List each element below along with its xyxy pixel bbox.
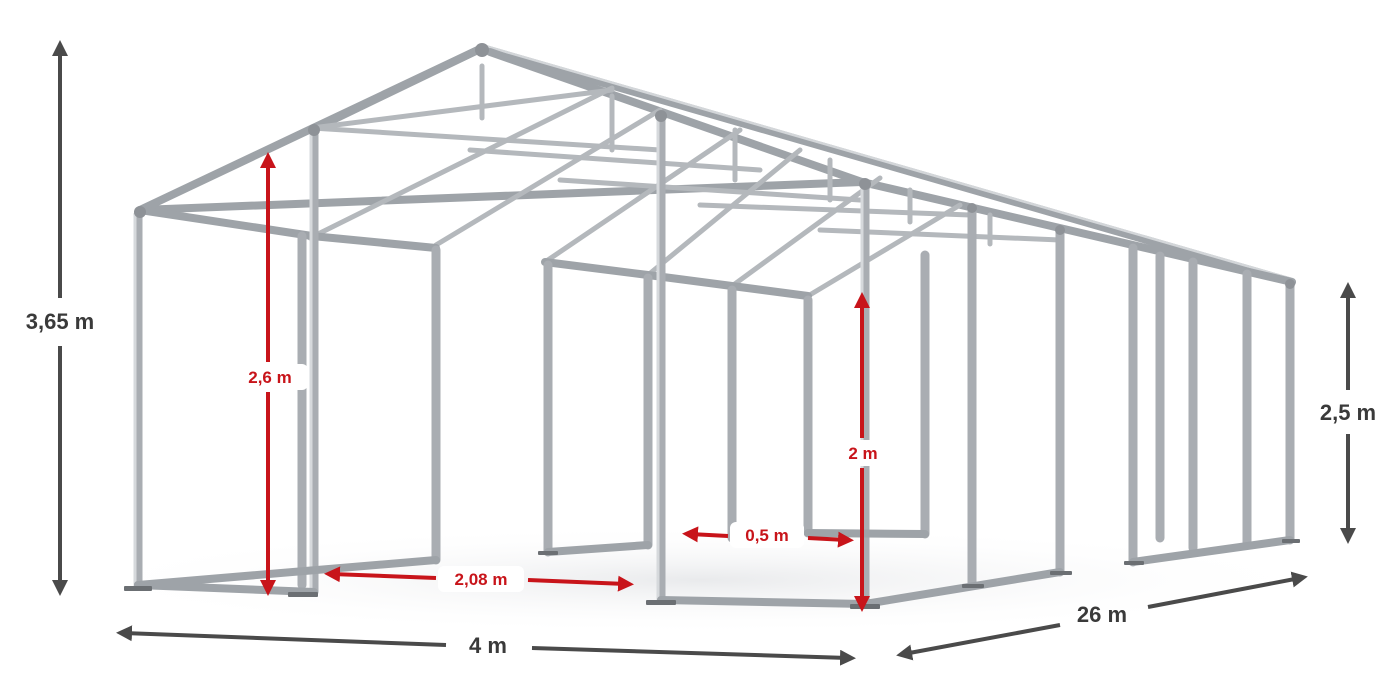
inner-eave	[541, 258, 812, 300]
floor-beam-right-side	[861, 568, 1064, 608]
base-plate	[288, 592, 318, 597]
floor-beam-left	[134, 556, 440, 589]
cross-tie	[817, 227, 1063, 243]
red-label-backgrounds	[232, 364, 888, 592]
gate-height-label: 2,6 m	[248, 368, 291, 387]
floor-beam-inner	[544, 541, 652, 556]
dimension-arrows-dark	[52, 40, 1356, 666]
cross-tie	[467, 147, 763, 173]
floor-beam-inner-2	[804, 529, 929, 538]
front-rafter-right	[308, 44, 486, 134]
dimension-arrows-red	[260, 152, 870, 612]
base-plate	[850, 604, 880, 609]
cross-tie	[309, 87, 615, 131]
joint	[967, 203, 977, 213]
roof-rafter	[645, 147, 803, 278]
base-plate	[962, 584, 984, 588]
floor-beam-right-back	[1129, 536, 1294, 566]
width-label: 4 m	[469, 633, 507, 658]
joint	[134, 206, 146, 218]
offset-arrow-right	[807, 531, 854, 548]
tent-frame	[124, 43, 1300, 609]
joint	[1055, 225, 1065, 235]
base-plate	[124, 586, 152, 591]
base-plate	[1124, 561, 1144, 565]
front-eave	[136, 206, 316, 240]
base-plate	[538, 551, 558, 555]
passage-height-label: 2 m	[848, 444, 877, 463]
side-height-label: 2,5 m	[1320, 400, 1376, 425]
base-plate	[1282, 539, 1300, 543]
front-eave-2	[308, 232, 440, 252]
cross-tie	[697, 202, 973, 218]
joint	[1285, 279, 1295, 289]
floor-beam-front-right	[657, 596, 869, 608]
joint	[859, 178, 871, 190]
offset-label: 0,5 m	[745, 526, 788, 545]
length-arrow-right	[1147, 571, 1308, 609]
roof-rafter	[729, 175, 883, 289]
offset-arrow-left	[682, 526, 729, 543]
length-arrow-left	[896, 623, 1061, 661]
cross-tie	[309, 125, 663, 153]
joint	[475, 43, 489, 57]
gate-width-arrow-left	[324, 566, 437, 583]
length-label: 26 m	[1077, 602, 1127, 627]
gate-width-arrow-right	[527, 575, 634, 592]
joint	[655, 110, 667, 122]
joint	[308, 124, 320, 136]
left-eave-beam	[136, 178, 866, 214]
gate-width-label: 2,08 m	[455, 570, 508, 589]
roof-rafter	[542, 127, 743, 265]
right-eave-beam	[858, 178, 1296, 286]
cross-tie	[557, 177, 863, 203]
roof-rafter	[433, 107, 663, 248]
base-plate	[1050, 571, 1072, 575]
width-arrow-left	[116, 625, 447, 647]
total-height-label: 3,65 m	[26, 309, 95, 334]
base-plate	[646, 600, 676, 605]
roof-rafter	[805, 202, 963, 299]
roof-rafter	[307, 85, 615, 241]
ridge-beam	[478, 44, 1296, 286]
width-arrow-right	[531, 646, 856, 666]
floor-shadow	[60, 525, 1340, 635]
front-gable-slope	[486, 48, 866, 186]
